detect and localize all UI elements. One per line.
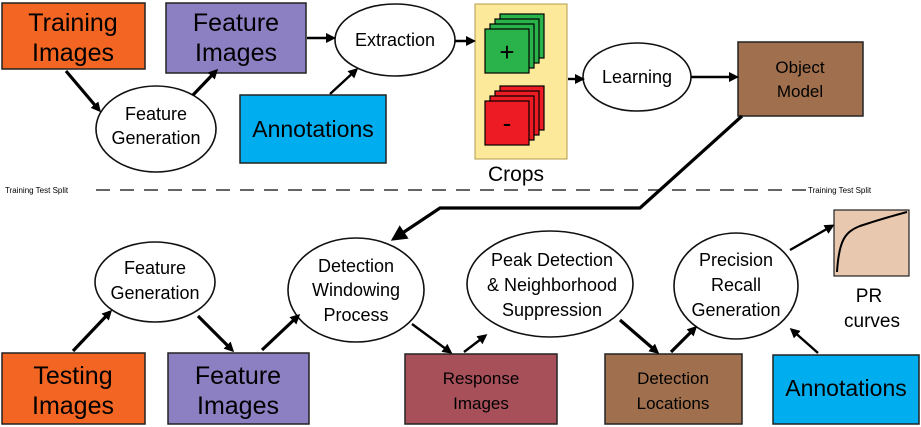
peak-detection-line3: Suppression xyxy=(502,300,602,320)
arrow-featimg-to-detection xyxy=(260,313,301,352)
annotations-top-rect xyxy=(239,94,387,164)
annotations-top-box: Annotations xyxy=(239,94,387,164)
arrow-peak-to-locations xyxy=(618,318,660,354)
positive-crop-1 xyxy=(484,28,530,74)
feature-generation-top-line1: Feature xyxy=(125,104,187,124)
feature-images-top-line1: Feature xyxy=(193,9,279,37)
arrow-objectmodel-to-detection xyxy=(390,114,744,241)
negative-crop-1 xyxy=(484,100,530,146)
negative-sign: - xyxy=(503,108,512,138)
arrow-precision-to-prcurves xyxy=(789,224,835,252)
precision-recall-line3: Generation xyxy=(691,300,780,320)
pr-curves-line2: curves xyxy=(844,311,900,332)
detection-windowing-line3: Process xyxy=(323,305,388,325)
annotations-bottom-label: Annotations xyxy=(785,375,906,401)
precision-recall-line1: Precision xyxy=(699,250,773,270)
feature-generation-top-ellipse: Feature Generation xyxy=(95,85,217,173)
response-images-line2: Images xyxy=(453,394,509,413)
object-model-line1: Object xyxy=(775,58,824,77)
feature-generation-bottom-ellipse: Feature Generation xyxy=(94,241,216,323)
detection-windowing-ellipse: Detection Windowing Process xyxy=(287,237,425,343)
feature-generation-top-shape xyxy=(95,85,217,173)
feature-generation-bottom-line1: Feature xyxy=(124,258,186,278)
arrow-locations-to-precision xyxy=(669,325,698,354)
object-model-box: Object Model xyxy=(737,41,864,117)
feature-images-top-rect xyxy=(165,2,307,74)
feature-generation-bottom-shape xyxy=(94,241,216,323)
testing-images-line2: Images xyxy=(32,392,114,420)
arrow-detection-to-response xyxy=(411,323,453,354)
response-images-line1: Response xyxy=(443,369,520,388)
detection-locations-line1: Detection xyxy=(637,369,709,388)
feature-images-bottom-line1: Feature xyxy=(195,362,281,390)
arrow-featgen-to-featimg-bottom xyxy=(196,314,235,353)
annotations-bottom-rect xyxy=(772,354,920,425)
detection-windowing-shape xyxy=(287,237,425,343)
positive-crops-stack: + xyxy=(484,13,545,74)
split-label-left: Training Test Split xyxy=(5,186,69,195)
feature-generation-bottom-line2: Generation xyxy=(110,283,199,303)
arrow-annotations-to-precision xyxy=(789,328,819,354)
object-model-line2: Model xyxy=(777,82,823,101)
precision-recall-ellipse: Precision Recall Generation xyxy=(673,232,799,340)
feature-images-top-box: Feature Images xyxy=(165,2,307,74)
response-images-box: Response Images xyxy=(404,353,558,425)
pr-curves-thumbnail: PR curves xyxy=(833,209,910,332)
detection-locations-box: Detection Locations xyxy=(604,353,743,425)
split-label-right: Training Test Split xyxy=(808,186,872,195)
response-images-rect xyxy=(404,353,558,425)
arrow-featgen-to-featimg xyxy=(191,68,219,97)
pr-curve-line xyxy=(836,211,908,273)
precision-recall-shape xyxy=(673,232,799,340)
crops-label: Crops xyxy=(488,163,544,186)
training-images-rect xyxy=(1,2,146,70)
testing-images-line1: Testing xyxy=(33,362,112,390)
arrow-response-to-peak xyxy=(463,334,488,353)
feature-images-bottom-box: Feature Images xyxy=(167,352,310,425)
arrow-testing-to-featgen xyxy=(71,309,113,353)
testing-images-rect xyxy=(1,352,146,425)
annotations-top-label: Annotations xyxy=(252,116,373,142)
feature-images-bottom-rect xyxy=(167,352,310,425)
positive-sign: + xyxy=(499,37,514,67)
pr-curves-line1: PR xyxy=(856,286,882,307)
training-images-line2: Images xyxy=(32,39,114,67)
object-model-rect xyxy=(737,41,864,117)
annotations-bottom-box: Annotations xyxy=(772,354,920,425)
training-images-line1: Training xyxy=(28,9,117,37)
precision-recall-line2: Recall xyxy=(711,275,761,295)
detection-windowing-line2: Windowing xyxy=(312,280,400,300)
training-images-box: Training Images xyxy=(1,2,146,70)
arrow-annotations-to-extraction xyxy=(329,67,359,95)
peak-detection-shape xyxy=(466,230,634,338)
peak-detection-ellipse: Peak Detection & Neighborhood Suppressio… xyxy=(466,230,634,338)
detection-locations-rect xyxy=(604,353,743,425)
crops-panel: + - Crops xyxy=(474,3,568,186)
feature-images-bottom-line2: Images xyxy=(197,392,279,420)
pr-curve-plot-area xyxy=(833,209,910,277)
extraction-label: Extraction xyxy=(355,30,435,50)
peak-detection-line1: Peak Detection xyxy=(491,250,613,270)
feature-generation-top-line2: Generation xyxy=(111,128,200,148)
peak-detection-line2: & Neighborhood xyxy=(487,275,617,295)
learning-label: Learning xyxy=(602,67,672,87)
feature-images-top-line2: Images xyxy=(195,39,277,67)
extraction-ellipse: Extraction xyxy=(334,3,456,77)
learning-ellipse: Learning xyxy=(582,42,692,112)
detection-locations-line2: Locations xyxy=(637,394,710,413)
arrow-training-to-featgen xyxy=(64,69,101,113)
detection-windowing-line1: Detection xyxy=(318,256,394,276)
negative-crops-stack: - xyxy=(484,85,545,146)
testing-images-box: Testing Images xyxy=(1,352,146,425)
